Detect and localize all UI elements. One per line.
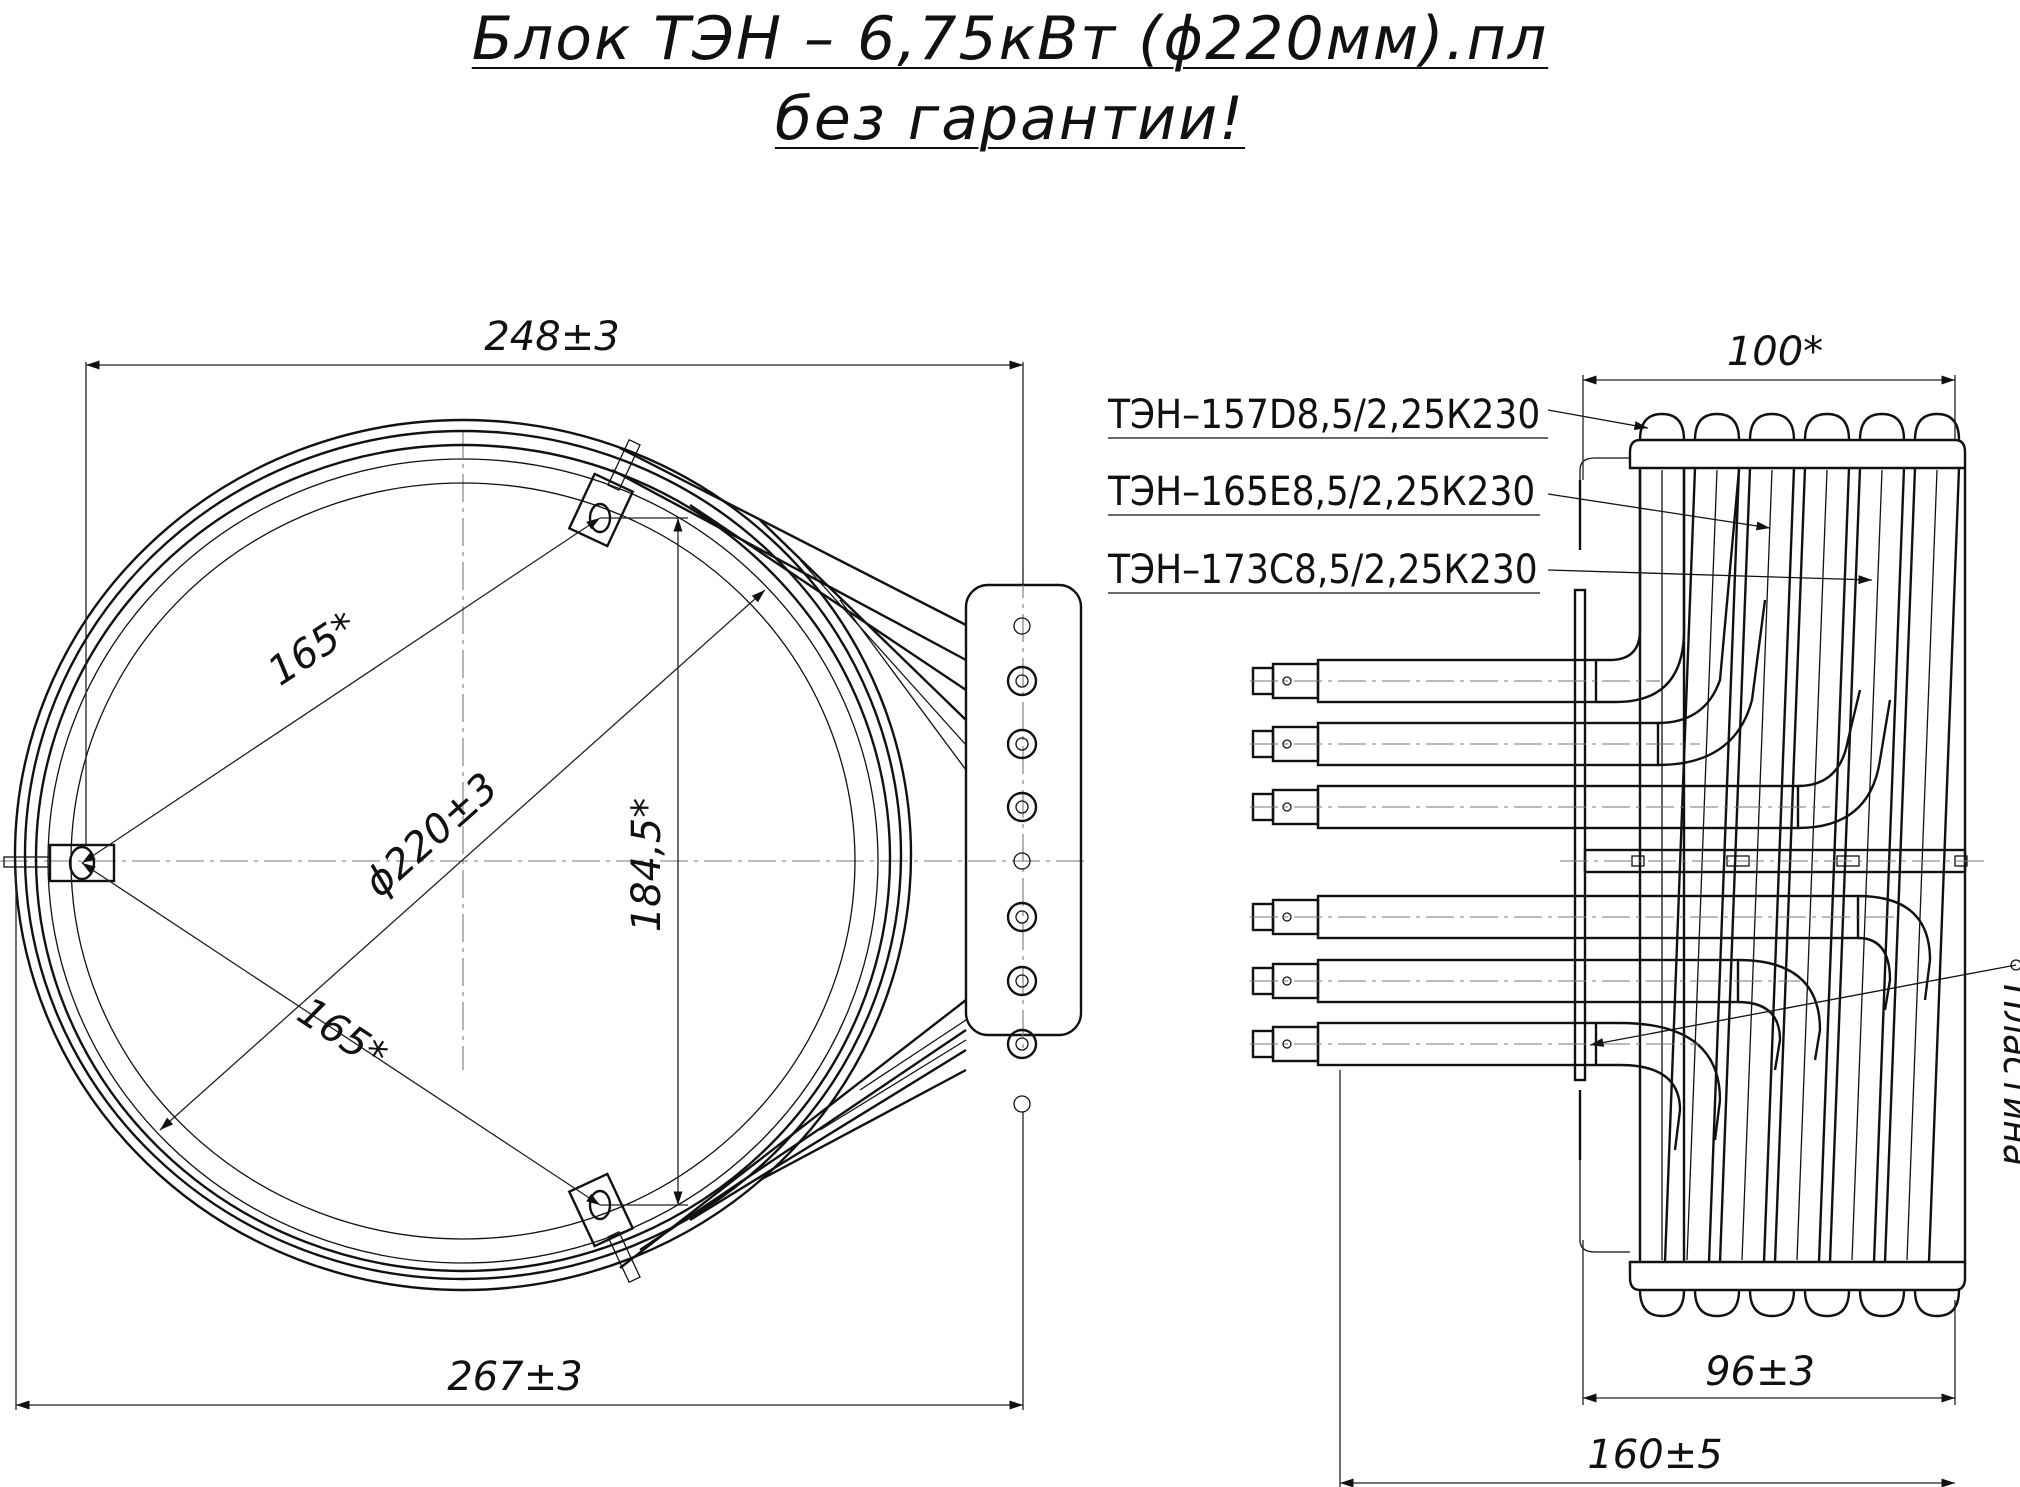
lower-clamp — [567, 1172, 641, 1284]
coil-tubes — [1638, 467, 1967, 1263]
front-view: 248±3 267±3 165* 165* ϕ220±3 184,5* — [0, 314, 1090, 1410]
drawing-title: Блок ТЭН – 6,75кВт (ϕ220мм).пл — [471, 4, 1549, 74]
dim-side-top-width: 100* — [1727, 329, 1823, 375]
label-element-1: ТЭН–157D8,5/2,25К230 — [1107, 392, 1540, 438]
dim-span-lower: 165* — [289, 988, 395, 1079]
dim-side-inner-width: 96±3 — [1705, 1349, 1815, 1395]
label-element-2: ТЭН–165E8,5/2,25К230 — [1107, 469, 1535, 515]
dim-height: 184,5* — [624, 798, 670, 933]
dim-diameter: ϕ220±3 — [356, 764, 507, 906]
dim-span-upper: 165* — [260, 603, 366, 695]
coil-top-bumps — [1638, 412, 1961, 441]
label-plate: Пластина — [1994, 984, 2020, 1166]
label-element-3: ТЭН–173C8,5/2,25К230 — [1107, 547, 1538, 593]
terminal-leads — [1250, 468, 1932, 1151]
dim-bottom-width: 267±3 — [447, 1354, 582, 1400]
terminal-pins — [1006, 617, 1038, 1113]
coil-bottom-bumps — [1638, 1289, 1961, 1318]
left-clamp — [3, 843, 116, 883]
side-view: ТЭН–157D8,5/2,25К230 ТЭН–165E8,5/2,25К23… — [1107, 329, 2020, 1487]
dim-side-overall-width: 160±5 — [1587, 1432, 1722, 1478]
dim-top-width: 248±3 — [484, 314, 619, 360]
drawing-subtitle: без гарантии! — [774, 84, 1246, 154]
